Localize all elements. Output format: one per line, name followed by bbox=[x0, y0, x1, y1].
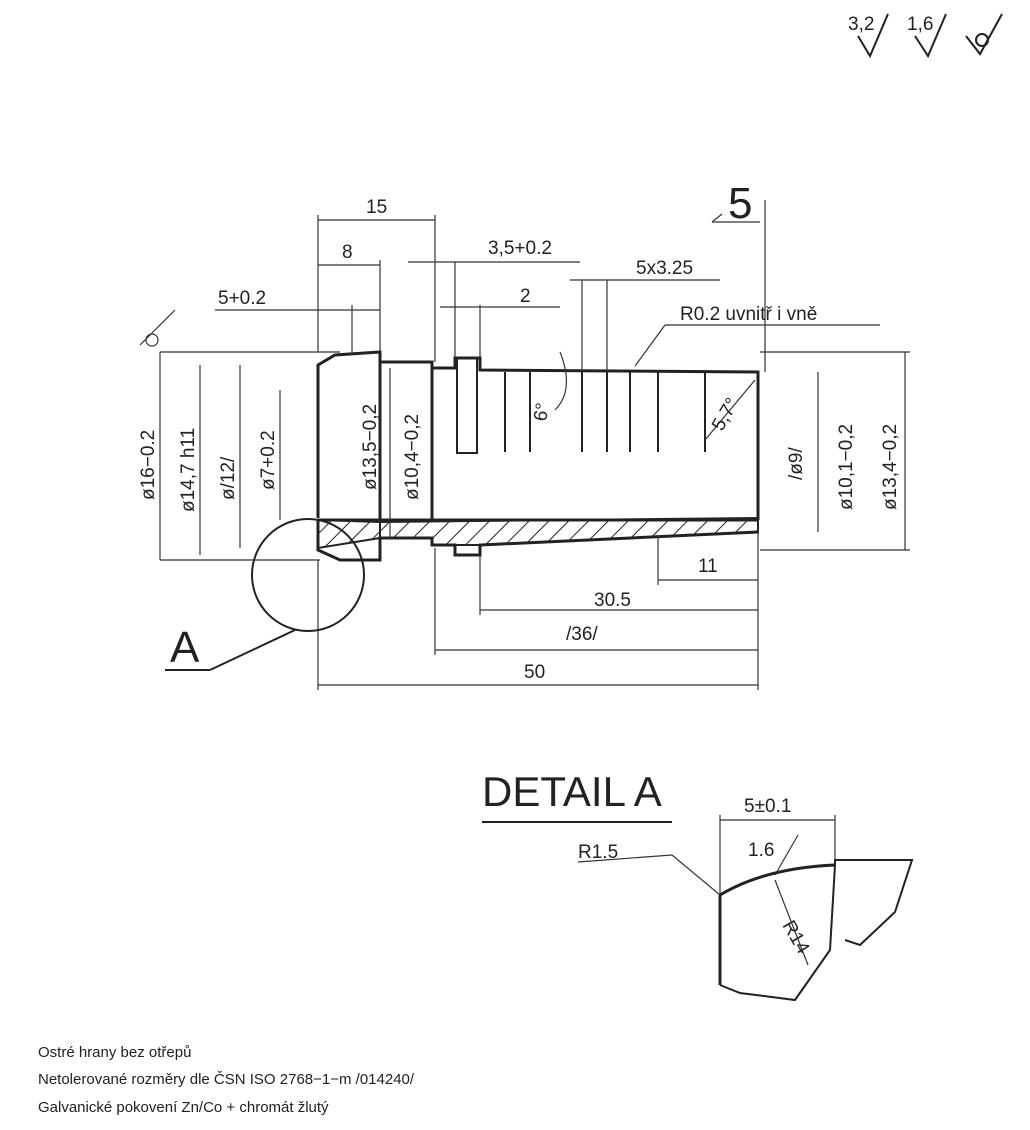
note-line-1: Ostré hrany bez otřepů bbox=[38, 1044, 191, 1061]
roughness-check-icon bbox=[914, 13, 947, 59]
detail-roughness-1-6: 1.6 bbox=[748, 840, 774, 861]
dim-dia-13-4: ø13,4−0,2 bbox=[880, 424, 901, 510]
surface-roughness-symbols: 3,2 1,6 bbox=[848, 13, 1003, 59]
roughness-machined-icon bbox=[965, 13, 1003, 56]
dim-dia-10-1: ø10,1−0,2 bbox=[836, 424, 857, 510]
detail-a-label: A bbox=[170, 623, 200, 672]
dim-5: 5+0.2 bbox=[218, 288, 266, 309]
detail-a-leader bbox=[209, 629, 296, 671]
roughness-check-icon bbox=[857, 13, 889, 59]
dim-dia-13-5: ø13,5−0,2 bbox=[360, 404, 381, 490]
detail-r1-5: R1.5 bbox=[578, 842, 618, 863]
dim-3-5: 3,5+0.2 bbox=[488, 238, 552, 259]
roughness-label-3-2: 3,2 bbox=[848, 14, 874, 35]
part-outline bbox=[165, 350, 760, 671]
note-line-3: Galvanické pokovení Zn/Co + chromát žlut… bbox=[38, 1099, 329, 1116]
dim-11: 11 bbox=[698, 556, 718, 577]
section-mark-5: 5 bbox=[728, 179, 752, 228]
dim-dia-16: ø16−0.2 bbox=[138, 430, 159, 500]
detail-a-circle bbox=[251, 518, 365, 632]
note-line-2: Netolerované rozměry dle ČSN ISO 2768−1−… bbox=[38, 1071, 415, 1088]
dim-30-5: 30.5 bbox=[594, 590, 631, 611]
dimension-texts: 15 8 5+0.2 3,5+0.2 2 5x3.25 R0.2 uvnitř … bbox=[138, 179, 901, 683]
dim-50: 50 bbox=[524, 662, 545, 683]
roughness-label-1-6: 1,6 bbox=[907, 14, 933, 35]
dim-2: 2 bbox=[520, 286, 531, 307]
radius-note: R0.2 uvnitř i vně bbox=[680, 304, 817, 325]
dim-15: 15 bbox=[366, 197, 387, 218]
dim-dia-10-4: ø10,4−0,2 bbox=[402, 414, 423, 500]
detail-r14: R14 bbox=[778, 917, 814, 958]
detail-a: DETAIL A 5±0.1 1.6 R1.5 R14 bbox=[482, 768, 914, 1002]
detail-dim-5-01: 5±0.1 bbox=[744, 796, 791, 817]
dim-dia-14-7: ø14,7 h11 bbox=[178, 428, 199, 512]
dimension-lines bbox=[139, 200, 910, 690]
angle-6: 6° bbox=[530, 401, 554, 423]
notes: Ostré hrany bez otřepů Netolerované rozm… bbox=[38, 1044, 415, 1116]
detail-a-title: DETAIL A bbox=[482, 768, 662, 815]
dim-8: 8 bbox=[342, 242, 353, 263]
dim-dia-12: ø/12/ bbox=[218, 456, 239, 500]
dim-dia-7: ø7+0.2 bbox=[258, 430, 279, 490]
dim-dia-9: /ø9/ bbox=[786, 447, 807, 480]
dim-5x3-25: 5x3.25 bbox=[636, 258, 693, 279]
grooves bbox=[456, 357, 706, 454]
dim-36: /36/ bbox=[566, 624, 598, 645]
